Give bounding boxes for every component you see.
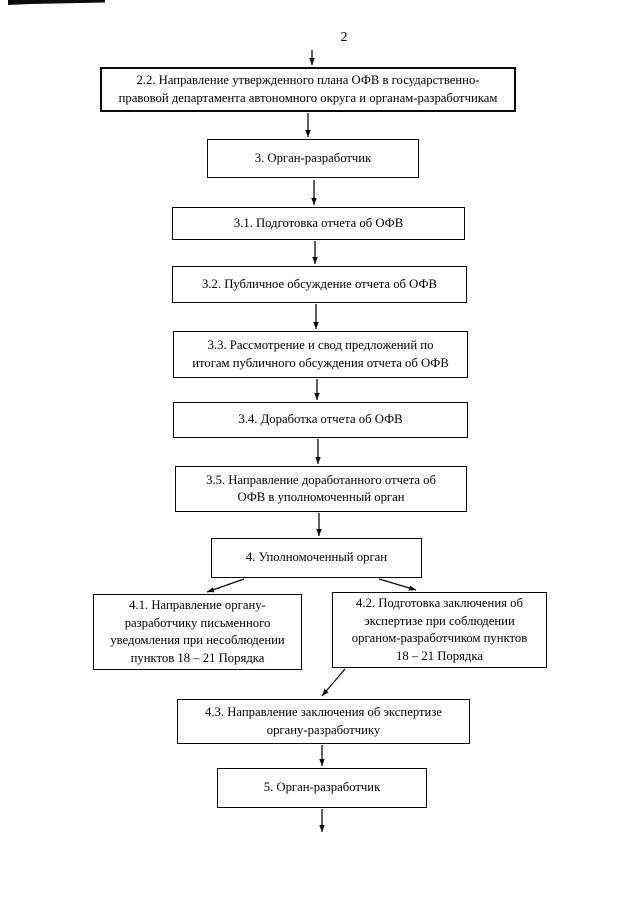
- flow-node-4-1-label: 4.1. Направление органу- разработчику пи…: [110, 598, 285, 665]
- flow-node-4-1: 4.1. Направление органу- разработчику пи…: [93, 594, 302, 670]
- flow-node-3-3: 3.3. Рассмотрение и свод предложений по …: [173, 331, 468, 378]
- flow-node-3-label: 3. Орган-разработчик: [254, 150, 372, 165]
- flow-node-3-2: 3.2. Публичное обсуждение отчета об ОФВ: [172, 266, 467, 303]
- flow-node-3-2-label: 3.2. Публичное обсуждение отчета об ОФВ: [202, 276, 437, 291]
- flow-node-4-2-label: 4.2. Подготовка заключения об экспертизе…: [351, 596, 528, 663]
- flow-node-3-5-label: 3.5. Направление доработанного отчета об…: [206, 472, 436, 505]
- flow-node-4: 4. Уполномоченный орган: [211, 538, 422, 578]
- flow-node-5: 5. Орган-разработчик: [217, 768, 427, 808]
- flow-node-3-4: 3.4. Доработка отчета об ОФВ: [173, 402, 468, 438]
- flow-node-3-1-label: 3.1. Подготовка отчета об ОФВ: [233, 215, 404, 230]
- flow-node-4-3-label: 4.3. Направление заключения об экспертиз…: [205, 705, 442, 737]
- flow-node-2-2: 2.2. Направление утвержденного плана ОФВ…: [100, 67, 516, 112]
- edge-4-2-to-4-3: [321, 668, 346, 697]
- flow-node-3-3-label: 3.3. Рассмотрение и свод предложений по …: [192, 338, 449, 370]
- flow-node-5-label: 5. Орган-разработчик: [263, 780, 381, 795]
- edge-4-to-4-1: [206, 578, 245, 593]
- flow-node-3-4-label: 3.4. Доработка отчета об ОФВ: [238, 412, 403, 427]
- flow-node-2-2-label: 2.2. Направление утвержденного плана ОФВ…: [118, 73, 498, 105]
- flow-node-4-3: 4.3. Направление заключения об экспертиз…: [177, 699, 470, 744]
- edge-4-to-4-2: [378, 578, 417, 591]
- flow-node-4-label: 4. Уполномоченный орган: [245, 550, 388, 565]
- flow-node-3-5: 3.5. Направление доработанного отчета об…: [175, 466, 467, 512]
- flow-node-3: 3. Орган-разработчик: [207, 139, 419, 178]
- scan-artifact-mark: [8, 0, 105, 5]
- page-number: 2: [340, 30, 348, 45]
- flow-node-4-2: 4.2. Подготовка заключения об экспертизе…: [332, 592, 547, 668]
- flow-node-3-1: 3.1. Подготовка отчета об ОФВ: [172, 207, 465, 240]
